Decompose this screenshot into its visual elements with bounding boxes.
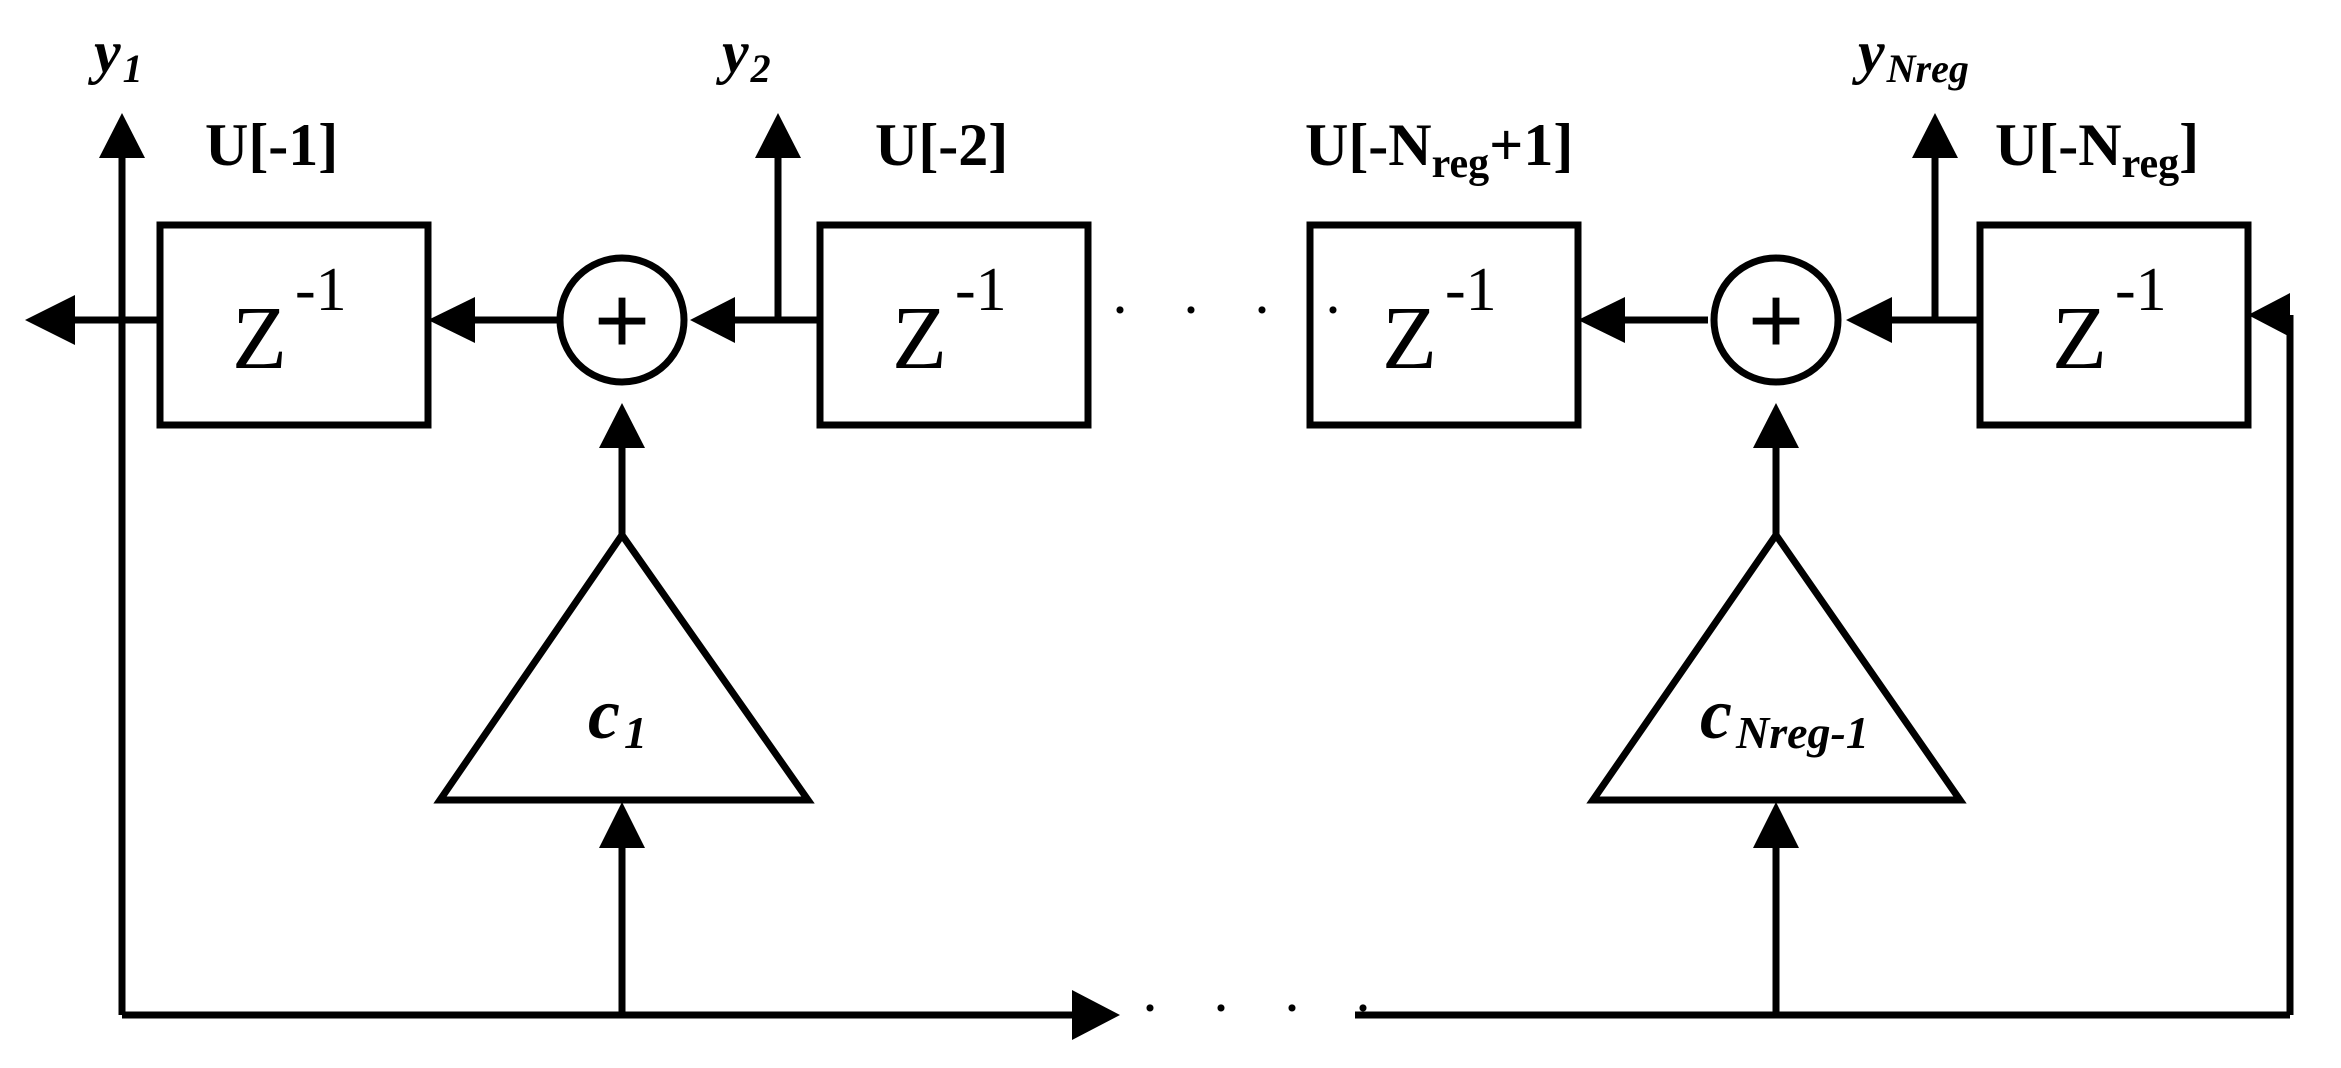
delay-block-3: Z -1 xyxy=(1306,221,1582,429)
delay-block-2: Z -1 xyxy=(816,221,1092,429)
arrowhead-ynreg-up xyxy=(1912,113,1958,158)
arrowhead-into-adder2 xyxy=(1846,297,1892,343)
arrowhead-gain2-to-adder2 xyxy=(1753,403,1799,448)
state-label-3: U[-Nreg+1] xyxy=(1305,112,1573,187)
state-label-1: U[-1] xyxy=(205,112,338,178)
arrowhead-into-gain1 xyxy=(599,802,645,848)
delay-block-3-base: Z xyxy=(1382,289,1437,388)
adder-2-symbol: + xyxy=(1748,267,1804,374)
delay-block-1: Z -1 xyxy=(156,221,432,429)
arrowhead-y2-up xyxy=(755,113,801,158)
arrowhead-into-block3 xyxy=(1578,297,1625,343)
arrowhead-output-left xyxy=(25,295,75,345)
delay-block-1-base: Z xyxy=(232,289,287,388)
arrowhead-into-adder1 xyxy=(690,297,735,343)
arrowhead-y1-up xyxy=(99,113,145,158)
adder-2: + xyxy=(1710,254,1842,386)
adder-1-symbol: + xyxy=(594,267,650,374)
state-label-4: U[-Nreg] xyxy=(1995,112,2199,187)
ellipsis-bottom: · · · · xyxy=(1140,975,1391,1041)
arrowhead-into-block4 xyxy=(2248,293,2290,337)
output-label-y2: y2 xyxy=(716,19,771,91)
delay-block-2-exponent: -1 xyxy=(955,256,1007,324)
ellipsis-top: · · · · xyxy=(1110,277,1361,343)
gain-2: cNreg-1 xyxy=(1586,528,1967,804)
delay-block-1-exponent: -1 xyxy=(295,256,347,324)
delay-block-2-base: Z xyxy=(892,289,947,388)
state-label-2: U[-2] xyxy=(875,112,1008,178)
adder-1: + xyxy=(556,254,688,386)
arrowhead-gain1-to-adder1 xyxy=(599,403,645,448)
gain-1: c1 xyxy=(433,528,815,804)
delay-block-4-exponent: -1 xyxy=(2115,256,2167,324)
delay-block-3-exponent: -1 xyxy=(1445,256,1497,324)
output-label-y1: y1 xyxy=(88,19,143,91)
output-label-ynreg: yNreg xyxy=(1852,19,1969,91)
gain-2-label: cNreg-1 xyxy=(1700,674,1869,758)
arrowhead-into-block1 xyxy=(428,297,475,343)
arrowhead-into-gain2 xyxy=(1753,802,1799,848)
arrowhead-bottom-bus xyxy=(1072,990,1120,1040)
delay-block-4: Z -1 xyxy=(1976,221,2252,429)
delay-block-4-base: Z xyxy=(2052,289,2107,388)
gain-1-label: c1 xyxy=(588,674,647,758)
